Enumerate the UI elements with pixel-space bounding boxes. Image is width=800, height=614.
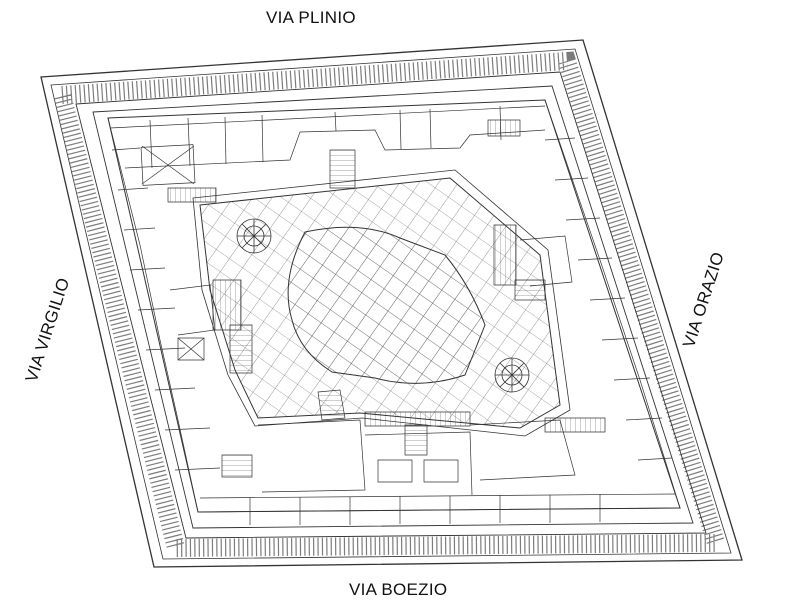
street-label-south: VIA BOEZIO	[349, 580, 448, 599]
stair-south-landing	[365, 412, 470, 426]
fountain-south-east	[495, 358, 529, 392]
gallery-inner-line	[93, 86, 693, 528]
outer-wall-inner-line	[51, 49, 731, 559]
stair-west-1	[213, 280, 241, 330]
west-wing-rooms	[108, 118, 220, 512]
courtyard-edge	[193, 170, 570, 436]
stair-east-1	[494, 225, 516, 285]
street-label-north: VIA PLINIO	[266, 8, 356, 27]
stair-south-center	[405, 425, 427, 455]
central-lawn	[288, 227, 485, 383]
fountain-north-west	[237, 219, 271, 253]
north-wing-rooms	[110, 106, 545, 185]
stair-north-east	[488, 120, 520, 136]
stair-south-east	[545, 418, 605, 432]
stair-west-2	[230, 325, 252, 373]
stair-east-2	[515, 280, 545, 300]
south-wing-rooms	[198, 420, 680, 525]
east-wing-rooms	[520, 100, 680, 508]
outer-wall	[41, 40, 742, 567]
gallery-outer-line	[76, 72, 706, 538]
ramp-south	[318, 390, 345, 420]
stair-south-west	[222, 455, 252, 477]
stair-north-west	[168, 188, 216, 202]
